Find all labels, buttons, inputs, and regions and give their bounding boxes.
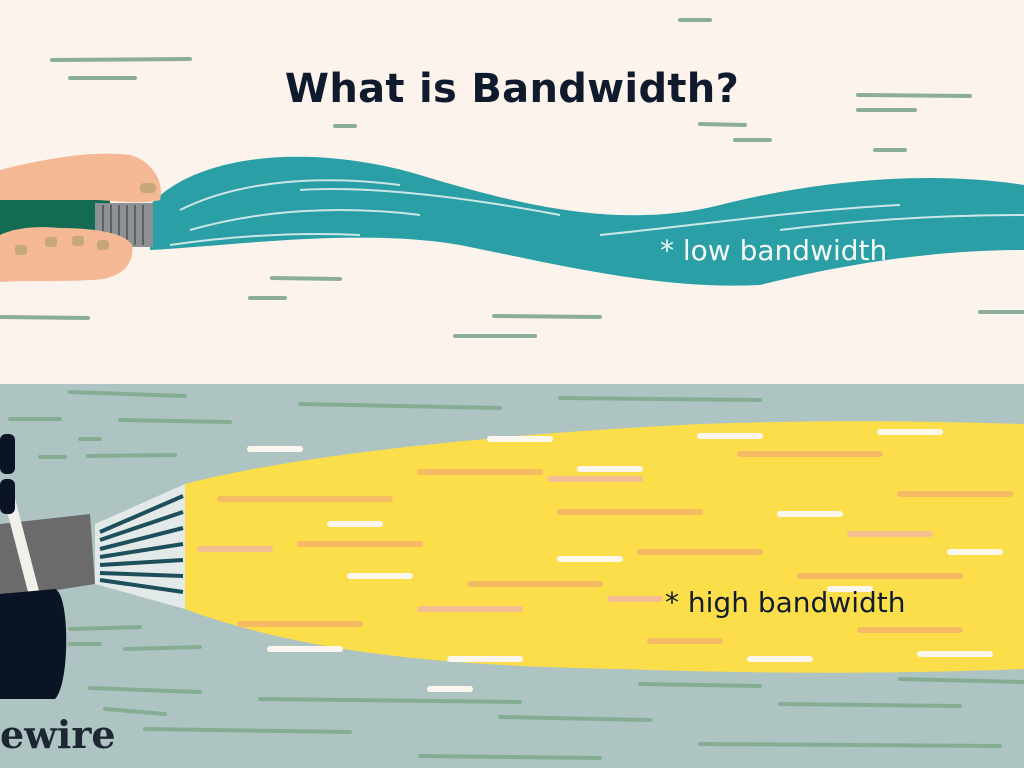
high-bandwidth-label: * high bandwidth xyxy=(665,586,906,619)
high-bandwidth-panel xyxy=(0,384,1024,768)
low-bandwidth-panel xyxy=(0,0,1024,384)
garden-hose-illustration xyxy=(0,0,1024,384)
brand-logo: ewire xyxy=(0,712,116,757)
low-bandwidth-label: * low bandwidth xyxy=(660,234,888,267)
firehose-illustration xyxy=(0,384,1024,768)
page-title: What is Bandwidth? xyxy=(284,66,740,112)
